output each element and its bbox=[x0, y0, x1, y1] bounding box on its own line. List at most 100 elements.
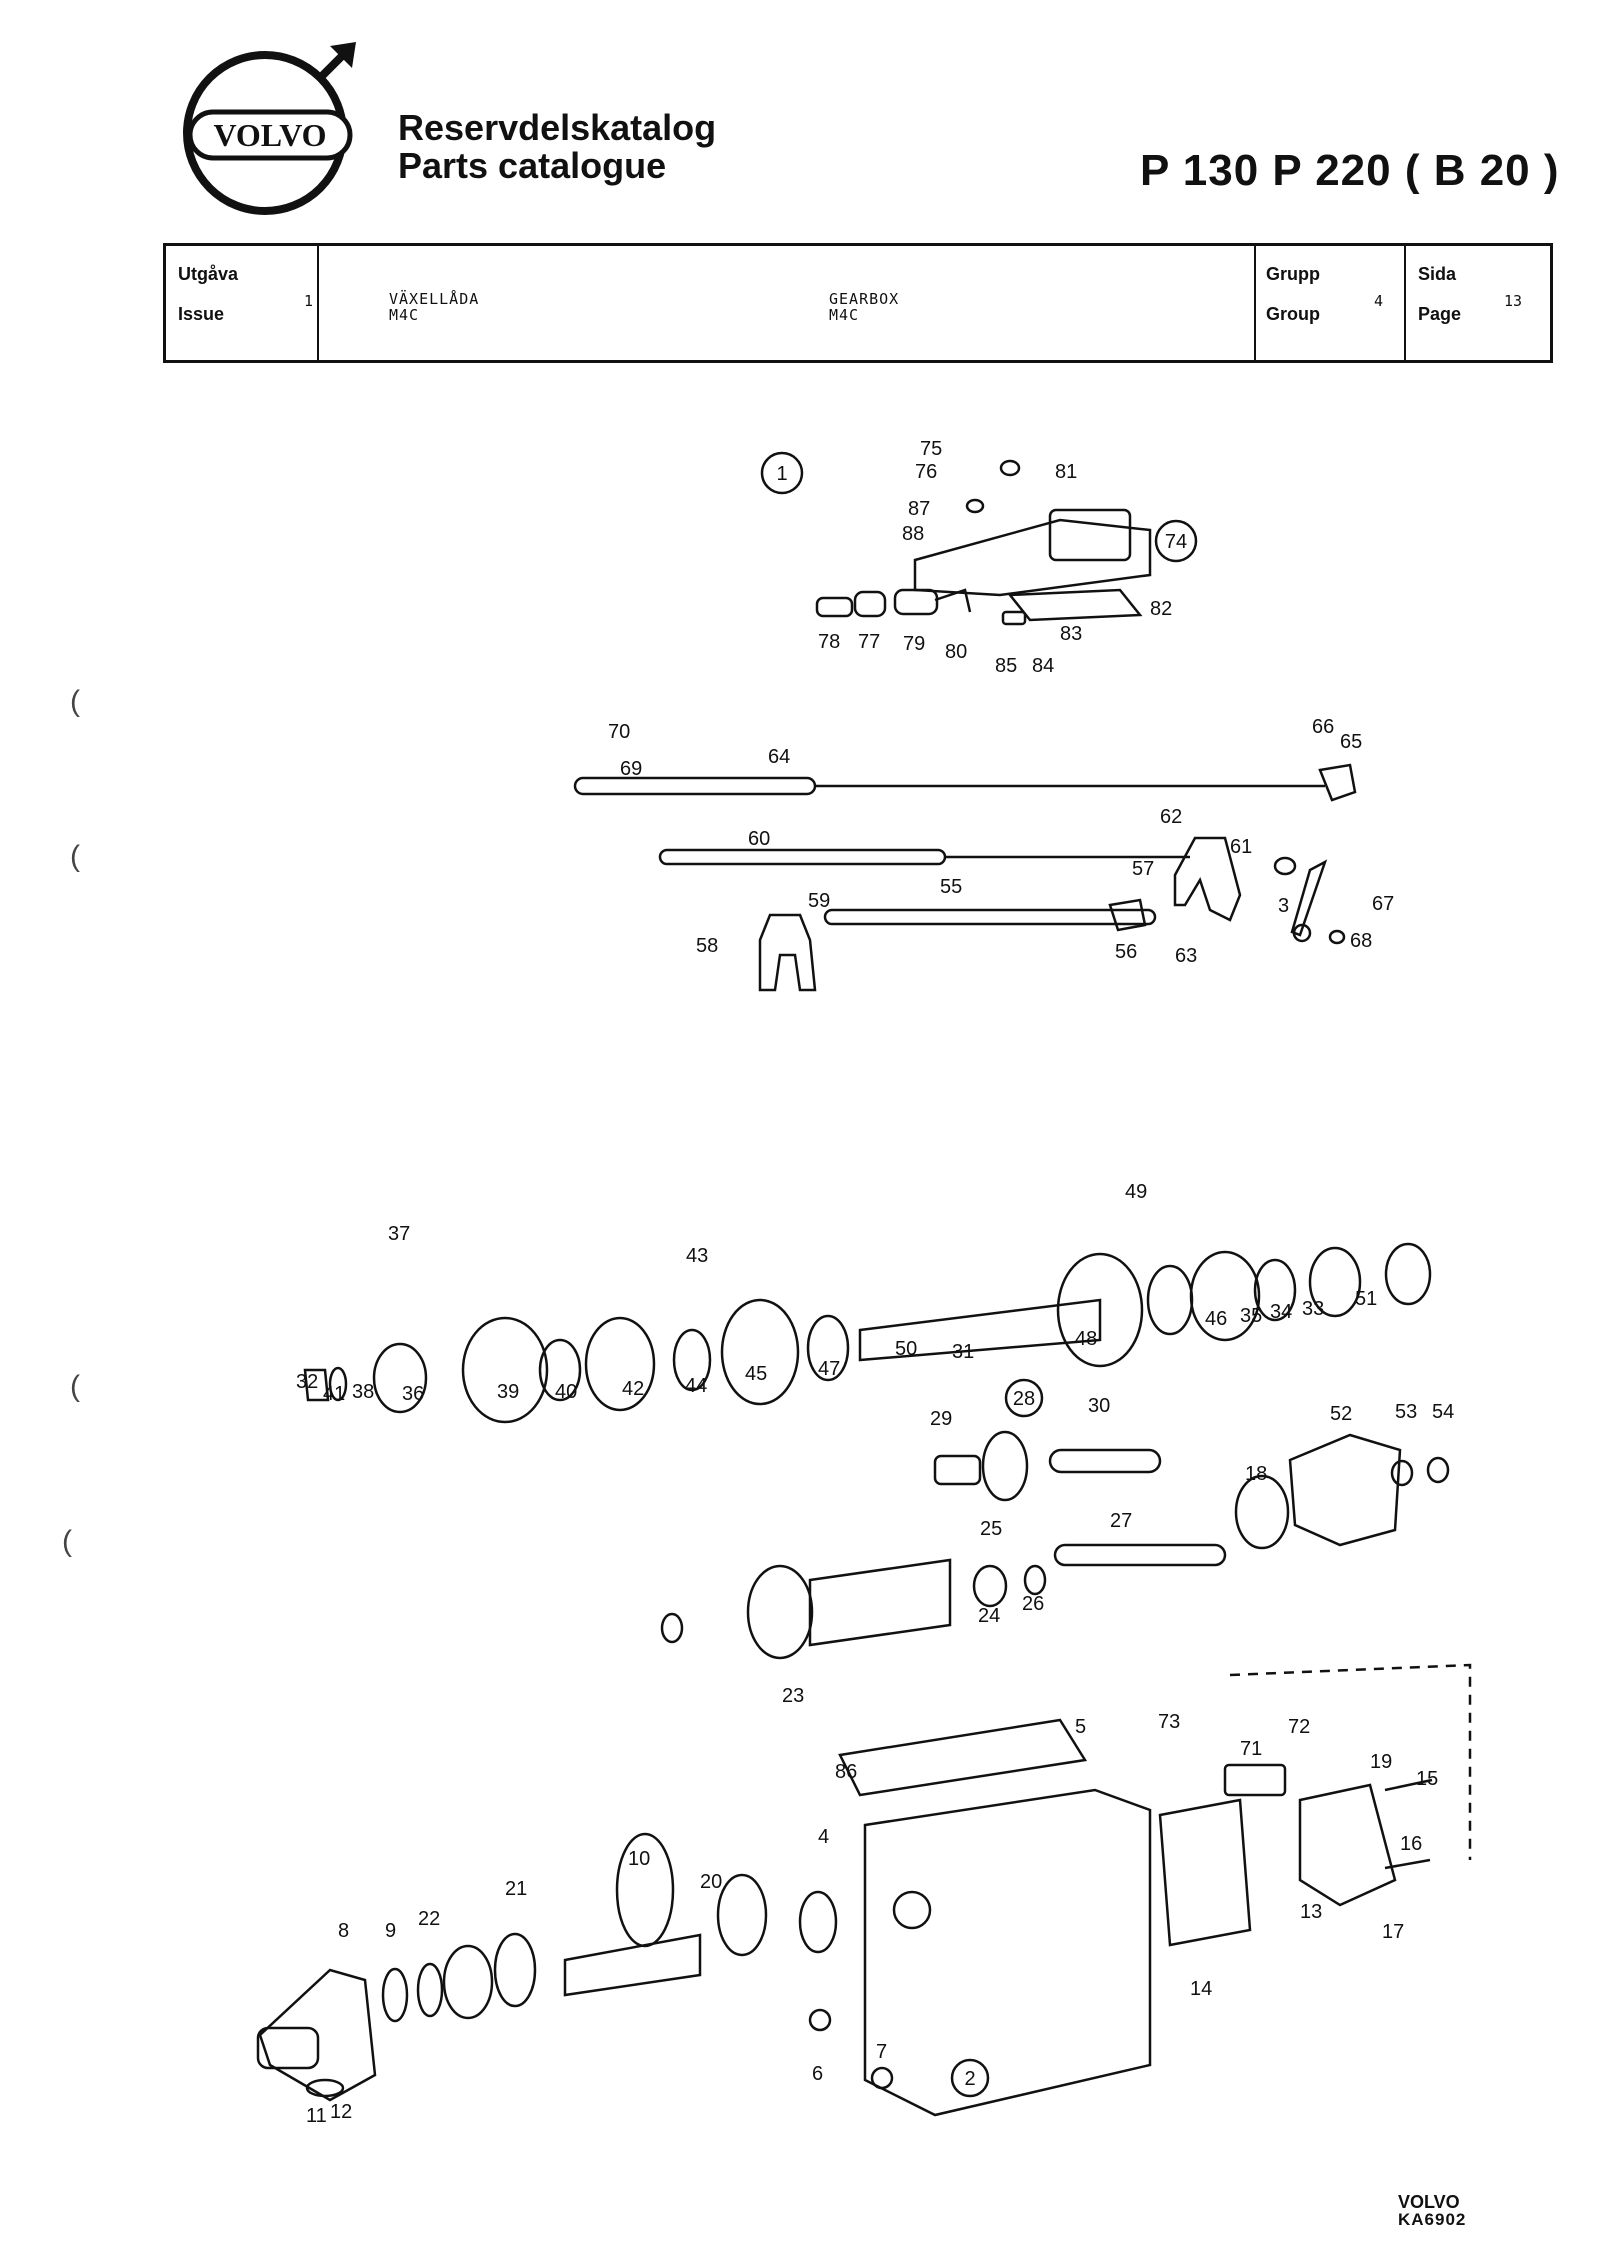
flange-52 bbox=[1288, 1433, 1402, 1547]
lever-67 bbox=[1290, 859, 1328, 937]
part-label: 19 bbox=[1370, 1751, 1392, 1773]
ring-40b bbox=[798, 1890, 838, 1954]
reverse-shaft-30 bbox=[1048, 1448, 1162, 1474]
part-label: 68 bbox=[1350, 930, 1372, 952]
ring-34 bbox=[1253, 1258, 1297, 1322]
bearing-24 bbox=[972, 1564, 1008, 1608]
ring-41 bbox=[328, 1366, 348, 1402]
part-label: 39 bbox=[497, 1381, 519, 1403]
part-label: 20 bbox=[700, 1871, 722, 1893]
detent-part bbox=[1001, 610, 1027, 626]
volvo-logo-mark: VOLVO bbox=[183, 42, 356, 215]
part-label: 69 bbox=[620, 758, 642, 780]
part-label: 55 bbox=[940, 876, 962, 898]
part-label: 64 bbox=[768, 746, 790, 768]
top-cover-housing bbox=[1048, 508, 1132, 562]
ring-47b bbox=[1146, 1264, 1194, 1336]
bearing-33 bbox=[1308, 1246, 1362, 1318]
part-label: 37 bbox=[388, 1223, 410, 1245]
nut-54 bbox=[1426, 1456, 1450, 1484]
circled-callouts: 1 74 28 2 bbox=[760, 451, 1198, 2098]
ring-22 bbox=[416, 1962, 444, 2018]
part-label: 13 bbox=[1300, 1901, 1322, 1923]
part-label: 38 bbox=[352, 1381, 374, 1403]
input-gear-20 bbox=[716, 1873, 768, 1957]
part-label: 72 bbox=[1288, 1716, 1310, 1738]
part-label: 8 bbox=[338, 1920, 349, 1942]
part-label: 12 bbox=[330, 2101, 352, 2123]
part-label: 84 bbox=[1032, 655, 1054, 677]
bushing-51 bbox=[1384, 1242, 1432, 1306]
issue-label-sv: Utgåva bbox=[178, 264, 239, 284]
callout-2: 2 bbox=[964, 2068, 975, 2090]
punch-mark: ( bbox=[70, 1370, 80, 1403]
part-label: 71 bbox=[1240, 1738, 1262, 1760]
countershaft-gear-23 bbox=[746, 1564, 814, 1660]
gearbox-housing bbox=[863, 1788, 1152, 2117]
gear-42 bbox=[584, 1316, 656, 1412]
lever-part bbox=[934, 588, 972, 613]
callout-28: 28 bbox=[1013, 1388, 1035, 1410]
selector-65 bbox=[1318, 763, 1357, 802]
part-label: 29 bbox=[930, 1408, 952, 1430]
block-56 bbox=[1108, 898, 1147, 932]
bearing-21 bbox=[493, 1932, 537, 2008]
part-label: 57 bbox=[1132, 858, 1154, 880]
issue-cell: Utgåva Issue 1 bbox=[166, 246, 319, 360]
issue-value: 1 bbox=[304, 292, 314, 310]
page-label-sv: Sida bbox=[1418, 264, 1457, 284]
reverse-gear-28 bbox=[981, 1430, 1029, 1502]
callout-1: 1 bbox=[776, 463, 787, 485]
volvo-logo: VOLVO bbox=[180, 40, 380, 240]
part-label: 14 bbox=[1190, 1978, 1212, 2000]
part-label: 21 bbox=[505, 1878, 527, 1900]
part-label: 31 bbox=[952, 1341, 974, 1363]
catalog-title-swedish: Reservdelskatalog bbox=[398, 107, 717, 148]
group-value: 4 bbox=[1374, 292, 1384, 310]
detent-3 bbox=[1273, 856, 1297, 876]
part-label: 3 bbox=[1278, 895, 1289, 917]
countershaft-cluster bbox=[808, 1558, 952, 1647]
issue-label-en: Issue bbox=[178, 304, 225, 324]
gear-45 bbox=[720, 1298, 800, 1406]
part-label: 52 bbox=[1330, 1403, 1352, 1425]
part-label: 66 bbox=[1312, 716, 1334, 738]
bolt-16 bbox=[1384, 1858, 1431, 1870]
shift-rod-64 bbox=[573, 776, 817, 796]
part-label: 88 bbox=[902, 523, 924, 545]
part-label: 70 bbox=[608, 721, 630, 743]
part-label: 44 bbox=[685, 1375, 707, 1397]
catalog-info-table: Utgåva Issue 1 VÄXELLÅDA M4C GEARBOX M4C… bbox=[163, 243, 1553, 363]
part-label: 6 bbox=[812, 2063, 823, 2085]
sleeve-39 bbox=[461, 1316, 549, 1424]
part-label: 83 bbox=[1060, 623, 1082, 645]
plate-10 bbox=[615, 1832, 675, 1948]
part-label: 42 bbox=[622, 1378, 644, 1400]
input-shaft-20 bbox=[563, 1933, 702, 1997]
part-label: 87 bbox=[908, 498, 930, 520]
description-cell: VÄXELLÅDA M4C GEARBOX M4C bbox=[319, 246, 1256, 360]
part-label: 54 bbox=[1432, 1401, 1454, 1423]
bearing-44 bbox=[672, 1328, 712, 1392]
shift-rod-55 bbox=[823, 908, 1157, 926]
fork-58 bbox=[758, 913, 817, 992]
shift-rod-60 bbox=[658, 848, 947, 866]
seal-18 bbox=[1234, 1474, 1290, 1550]
housing-bore bbox=[892, 1890, 932, 1930]
assembly-bracket bbox=[1229, 1663, 1472, 1860]
description-swedish-model: M4C bbox=[389, 306, 420, 324]
part-label: 49 bbox=[1125, 1181, 1147, 1203]
callout-74: 74 bbox=[1165, 531, 1187, 553]
group-label-en: Group bbox=[1266, 304, 1320, 324]
part-label: 45 bbox=[745, 1363, 767, 1385]
part-label: 7 bbox=[876, 2041, 887, 2063]
part-label: 22 bbox=[418, 1908, 440, 1930]
part-label: 47 bbox=[818, 1358, 840, 1380]
punch-mark: ( bbox=[62, 1525, 72, 1558]
part-label: 18 bbox=[1245, 1463, 1267, 1485]
part-number-labels: 75 76 81 87 88 82 83 84 85 80 79 77 78 7… bbox=[296, 438, 1454, 2127]
nut-68 bbox=[1328, 929, 1346, 945]
part-label: 82 bbox=[1150, 598, 1172, 620]
seal-9 bbox=[381, 1967, 409, 2023]
